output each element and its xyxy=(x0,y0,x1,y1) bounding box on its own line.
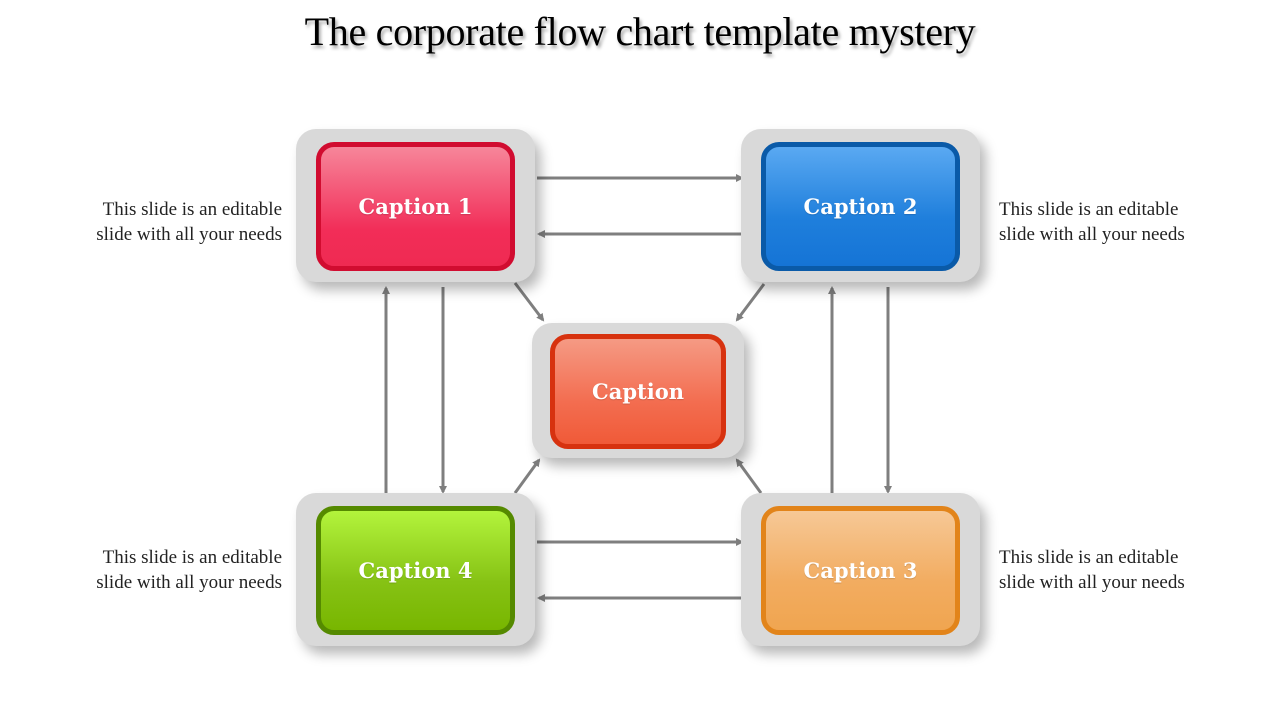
description-top-left: This slide is an editable slide with all… xyxy=(22,197,282,247)
node-3-caption-box[interactable]: Caption 3 xyxy=(761,506,960,635)
description-line: This slide is an editable xyxy=(102,547,282,568)
description-line: slide with all your needs xyxy=(999,572,1185,593)
node-3-label: Caption 3 xyxy=(803,558,918,583)
description-line: slide with all your needs xyxy=(96,572,282,593)
node-1-label: Caption 1 xyxy=(358,194,473,219)
node-4-caption-box[interactable]: Caption 4 xyxy=(316,506,515,635)
arrow-n3-to-center xyxy=(735,458,763,494)
center-caption-box[interactable]: Caption xyxy=(550,334,726,449)
node-1-caption-box[interactable]: Caption 1 xyxy=(316,142,515,271)
description-top-right: This slide is an editable slide with all… xyxy=(999,197,1259,247)
arrow-n1-to-center xyxy=(513,282,545,322)
description-bottom-left: This slide is an editable slide with all… xyxy=(22,545,282,595)
slide-title: The corporate flow chart template myster… xyxy=(304,9,976,54)
center-label: Caption xyxy=(592,379,684,404)
arrow-n2-to-center xyxy=(735,283,766,322)
description-line: slide with all your needs xyxy=(999,224,1185,245)
description-line: This slide is an editable xyxy=(999,199,1179,220)
description-bottom-right: This slide is an editable slide with all… xyxy=(999,545,1259,595)
node-2-caption-box[interactable]: Caption 2 xyxy=(761,142,960,271)
description-line: slide with all your needs xyxy=(96,224,282,245)
arrow-n4-to-center xyxy=(513,458,541,494)
description-line: This slide is an editable xyxy=(102,199,282,220)
description-line: This slide is an editable xyxy=(999,547,1179,568)
node-2-label: Caption 2 xyxy=(803,194,918,219)
node-4-label: Caption 4 xyxy=(358,558,473,583)
